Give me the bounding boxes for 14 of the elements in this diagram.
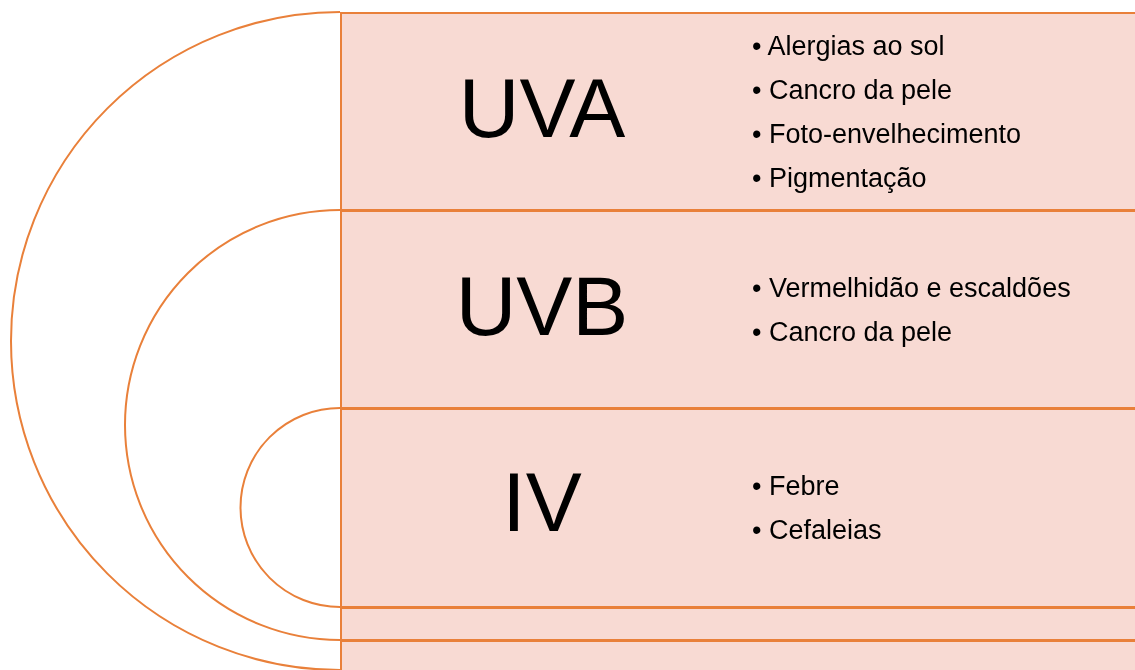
band-box [340, 408, 1135, 608]
list-item: • Alergias ao sol [752, 30, 946, 63]
list-item: • Vermelhidão e escaldões [752, 272, 1071, 305]
band-box [340, 210, 1135, 409]
band-heading: UVB [454, 264, 630, 348]
list-item: • Febre [752, 470, 841, 503]
list-item: • Foto-envelhecimento [752, 118, 1022, 151]
list-item: • Cancro da pele [752, 316, 954, 349]
band-heading: IV [501, 460, 583, 544]
band-box [340, 12, 1135, 211]
list-item: • Cancro da pele [752, 74, 954, 107]
list-item: • Pigmentação [752, 162, 928, 195]
band-heading: UVA [457, 66, 627, 150]
list-item: • Cefaleias [752, 514, 882, 547]
